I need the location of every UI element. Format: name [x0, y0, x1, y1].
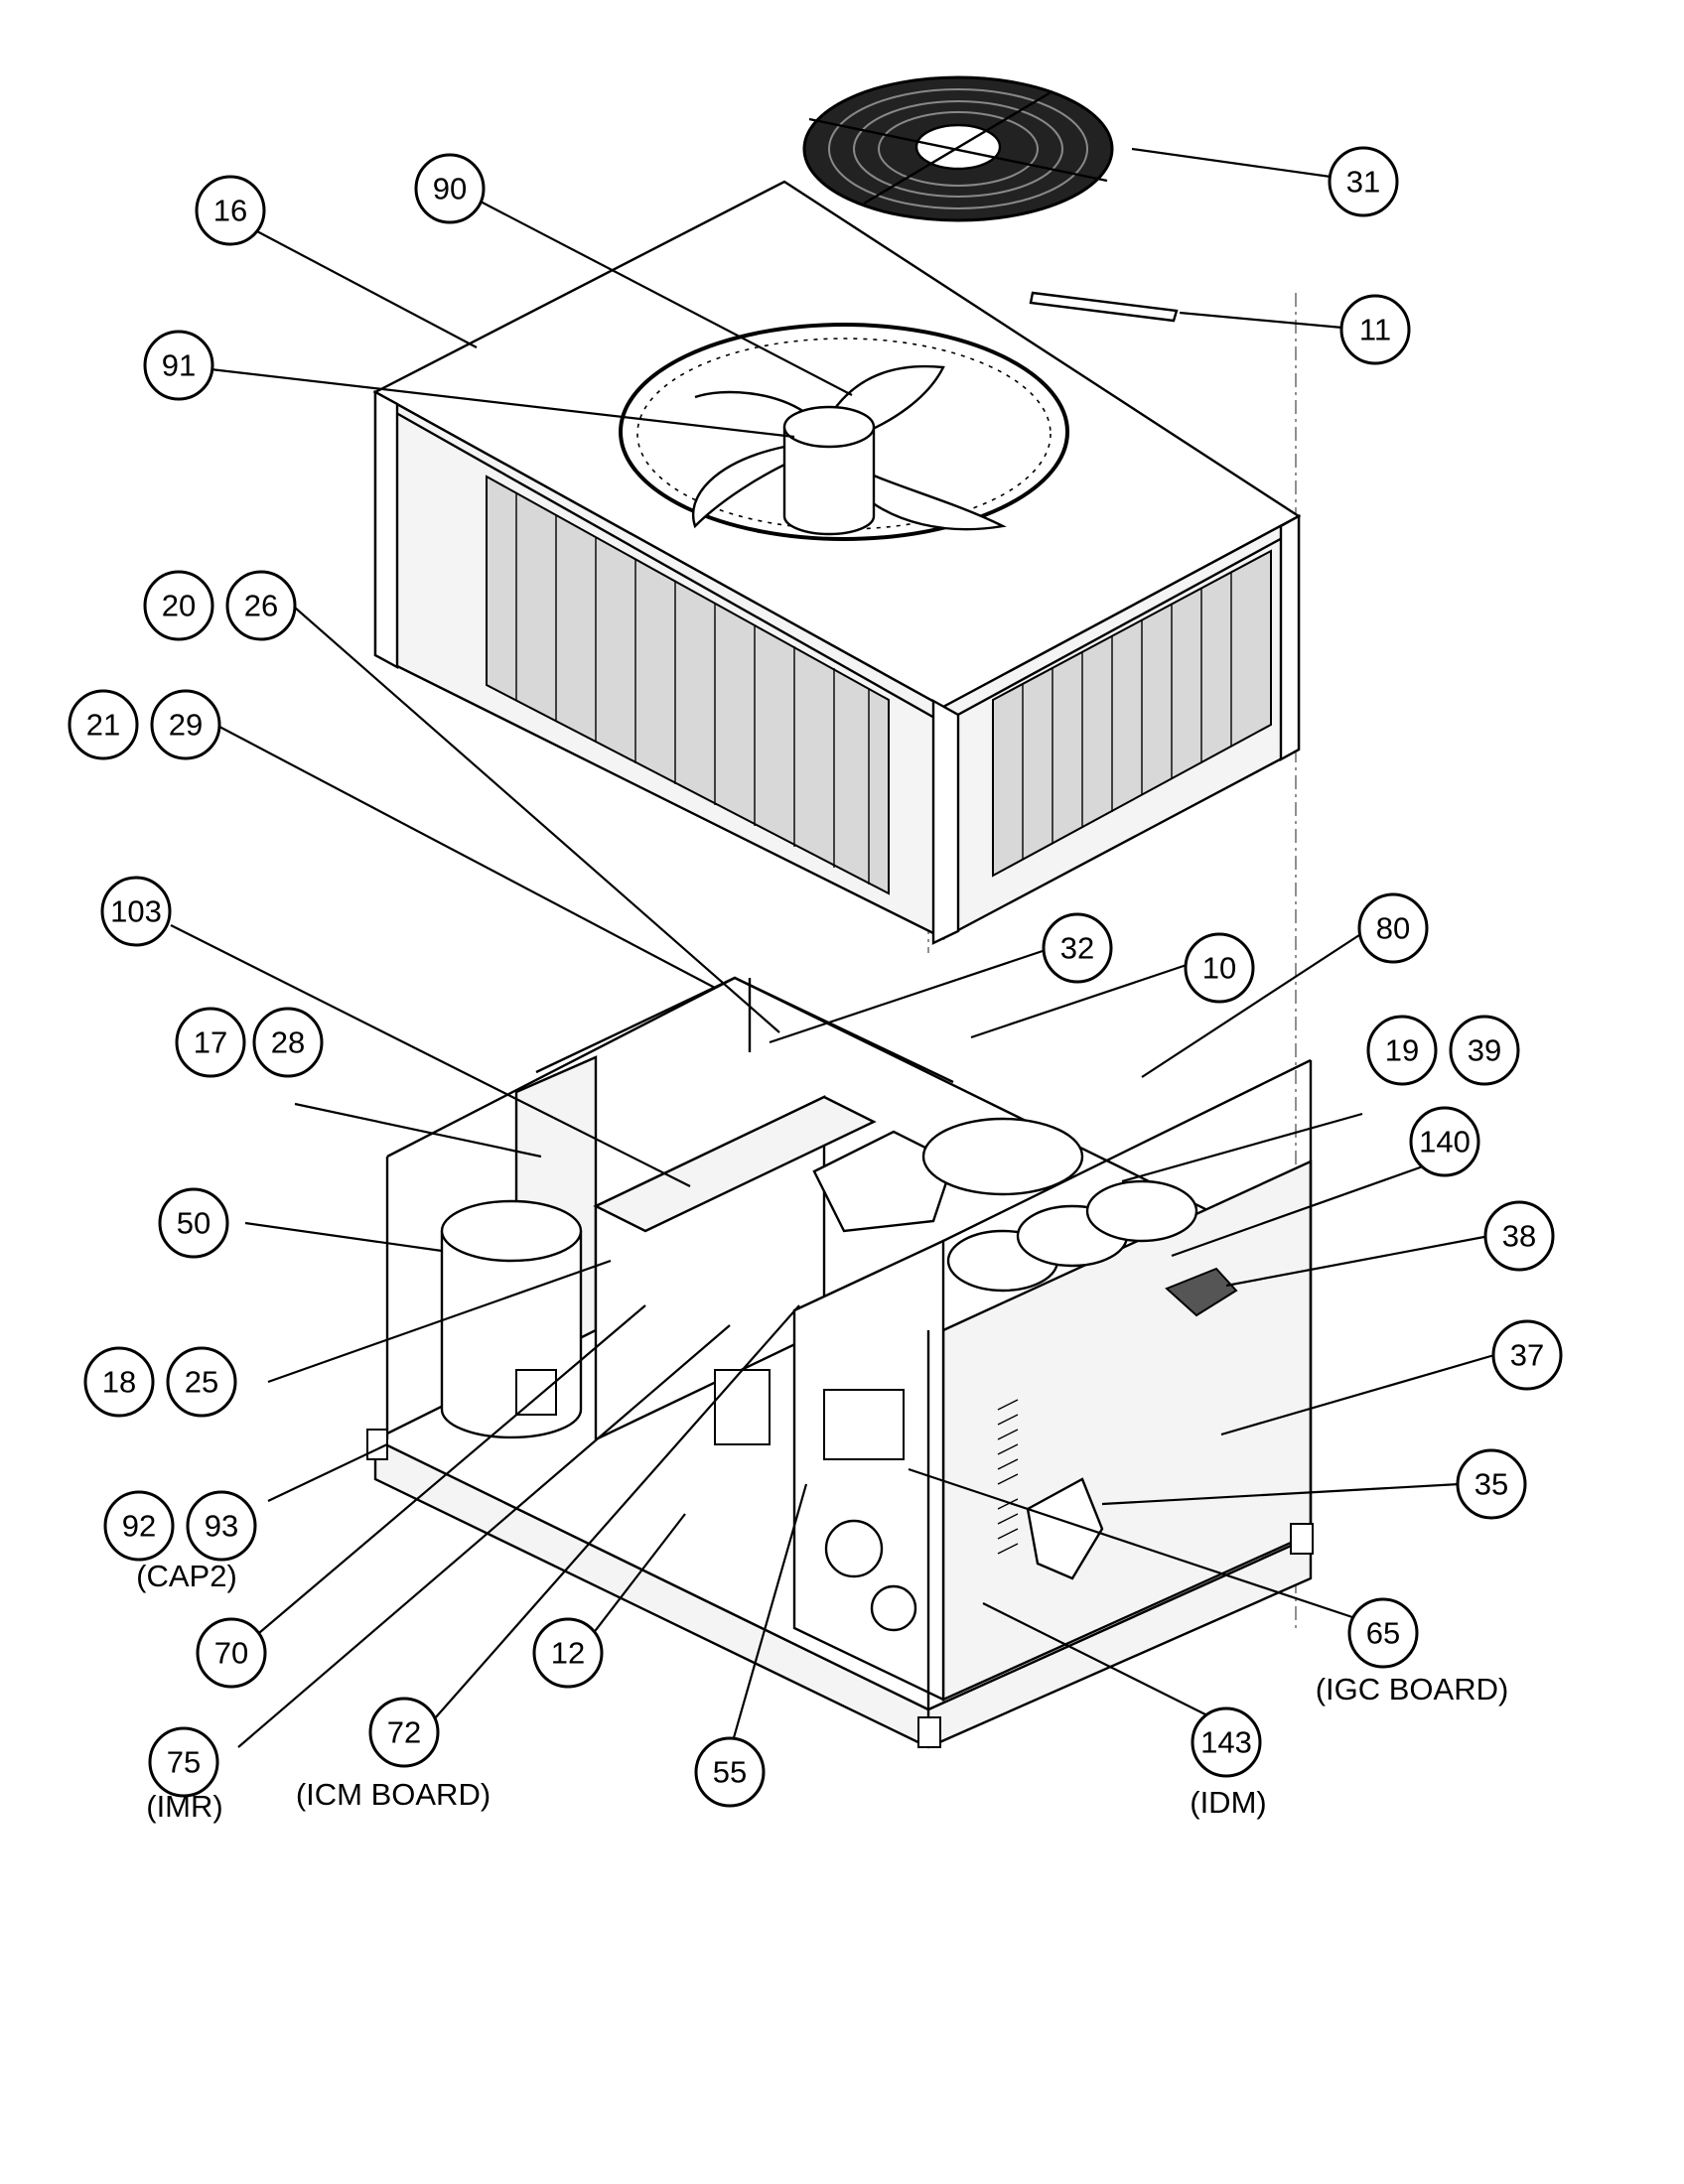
callout-75: 75: [148, 1726, 219, 1798]
svg-text:103: 103: [110, 894, 162, 929]
svg-text:11: 11: [1359, 313, 1391, 347]
svg-text:38: 38: [1502, 1219, 1536, 1254]
svg-text:39: 39: [1468, 1033, 1501, 1068]
callout-16: 16: [195, 175, 266, 246]
support-rod: [1029, 291, 1179, 323]
callout-12: 12: [532, 1617, 604, 1689]
callout-39: 39: [1449, 1015, 1520, 1086]
callout-10: 10: [1184, 932, 1255, 1004]
callout-65: 65: [1347, 1597, 1419, 1669]
callout-32: 32: [1042, 912, 1113, 984]
svg-text:29: 29: [169, 708, 203, 743]
svg-text:28: 28: [271, 1025, 305, 1060]
svg-text:140: 140: [1419, 1125, 1471, 1160]
callout-37: 37: [1491, 1319, 1563, 1391]
caption-imr: (IMR): [146, 1789, 222, 1824]
caption-idm: (IDM): [1190, 1785, 1266, 1820]
leader-lines: [170, 147, 1495, 1763]
svg-text:70: 70: [214, 1636, 248, 1671]
svg-text:32: 32: [1060, 931, 1094, 966]
svg-text:20: 20: [162, 589, 196, 623]
svg-text:35: 35: [1474, 1467, 1508, 1502]
callout-21: 21: [68, 689, 139, 760]
callout-20: 20: [143, 570, 214, 641]
callout-28: 28: [252, 1007, 324, 1078]
svg-text:31: 31: [1346, 165, 1380, 200]
svg-text:17: 17: [194, 1025, 227, 1060]
callout-143: 143: [1191, 1706, 1262, 1778]
svg-text:16: 16: [213, 194, 247, 228]
caption-cap2: (CAP2): [136, 1559, 237, 1593]
svg-text:55: 55: [713, 1755, 747, 1790]
callout-70: 70: [196, 1617, 267, 1689]
callout-18: 18: [83, 1346, 155, 1418]
top-cover-assembly: [372, 180, 1302, 1628]
callout-25: 25: [166, 1346, 237, 1418]
callout-17: 17: [175, 1007, 246, 1078]
callout-80: 80: [1357, 892, 1429, 964]
captions: (CAP2) (IGC BOARD) (IMR) (ICM BOARD) (ID…: [136, 1559, 1508, 1824]
svg-text:26: 26: [244, 589, 278, 623]
callout-29: 29: [150, 689, 221, 760]
compressor: [440, 1199, 583, 1439]
svg-text:92: 92: [122, 1509, 156, 1544]
callout-38: 38: [1483, 1200, 1555, 1272]
caption-igc-board: (IGC BOARD): [1316, 1672, 1509, 1706]
callout-90: 90: [414, 153, 486, 224]
heat-exchanger: [946, 1179, 1198, 1293]
base-unit-assembly: [366, 976, 1314, 1749]
svg-text:25: 25: [185, 1365, 218, 1400]
callouts: 16 90 31 91 11 20 26 21 29 103 32 10 80 …: [68, 146, 1563, 1808]
svg-text:72: 72: [387, 1715, 421, 1750]
caption-icm-board: (ICM BOARD): [296, 1777, 491, 1812]
svg-text:143: 143: [1200, 1725, 1252, 1760]
svg-text:50: 50: [177, 1206, 210, 1241]
callout-50: 50: [158, 1187, 229, 1259]
svg-text:37: 37: [1510, 1338, 1544, 1373]
svg-text:80: 80: [1376, 911, 1410, 946]
svg-text:19: 19: [1385, 1033, 1419, 1068]
svg-text:18: 18: [102, 1365, 136, 1400]
callout-11: 11: [1339, 294, 1411, 365]
fan-guard: [802, 75, 1114, 222]
svg-text:90: 90: [433, 172, 467, 206]
callout-31: 31: [1328, 146, 1399, 217]
callout-91: 91: [143, 330, 214, 401]
callout-140: 140: [1409, 1106, 1480, 1177]
callout-92: 92: [103, 1490, 175, 1562]
svg-text:12: 12: [551, 1636, 585, 1671]
svg-text:21: 21: [86, 708, 120, 743]
callout-19: 19: [1366, 1015, 1438, 1086]
svg-text:93: 93: [205, 1509, 238, 1544]
callout-103: 103: [100, 876, 172, 947]
callout-55: 55: [694, 1736, 766, 1808]
callout-26: 26: [225, 570, 297, 641]
svg-text:10: 10: [1202, 951, 1236, 986]
callout-35: 35: [1456, 1448, 1527, 1520]
svg-text:75: 75: [167, 1745, 201, 1780]
callout-72: 72: [368, 1697, 440, 1768]
svg-text:91: 91: [162, 348, 196, 383]
svg-text:65: 65: [1366, 1616, 1400, 1651]
callout-93: 93: [186, 1490, 257, 1562]
